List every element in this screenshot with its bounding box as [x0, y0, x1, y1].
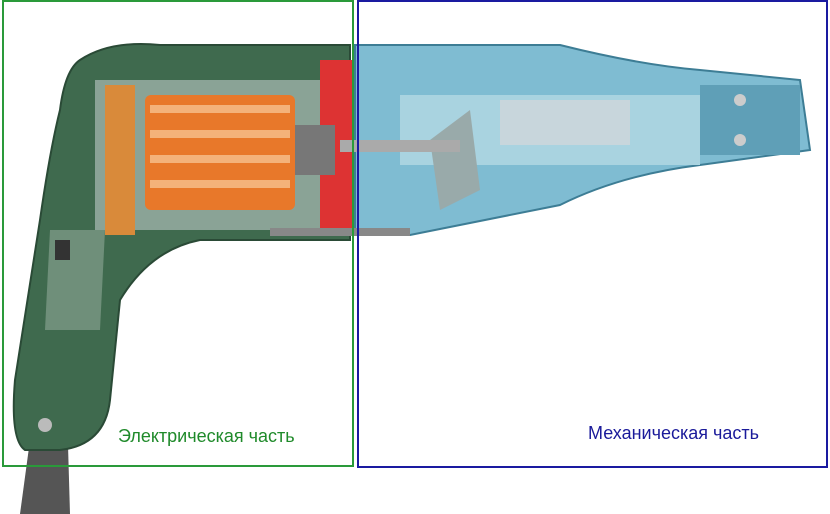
electrical-part-label: Электрическая часть — [118, 426, 295, 446]
brush-holder — [105, 85, 135, 235]
wobble-bearing — [430, 110, 480, 210]
piston — [500, 100, 630, 145]
mechanical-part-frame — [357, 0, 828, 468]
electrical-part-frame — [2, 0, 354, 467]
commutator — [295, 125, 335, 175]
screw — [38, 418, 52, 432]
shaft — [340, 140, 460, 152]
power-cord — [20, 440, 70, 514]
rod — [270, 228, 410, 236]
switch-contact — [55, 240, 70, 260]
mechanical-part-label: Механическая часть — [588, 423, 760, 443]
chuck — [700, 85, 800, 155]
